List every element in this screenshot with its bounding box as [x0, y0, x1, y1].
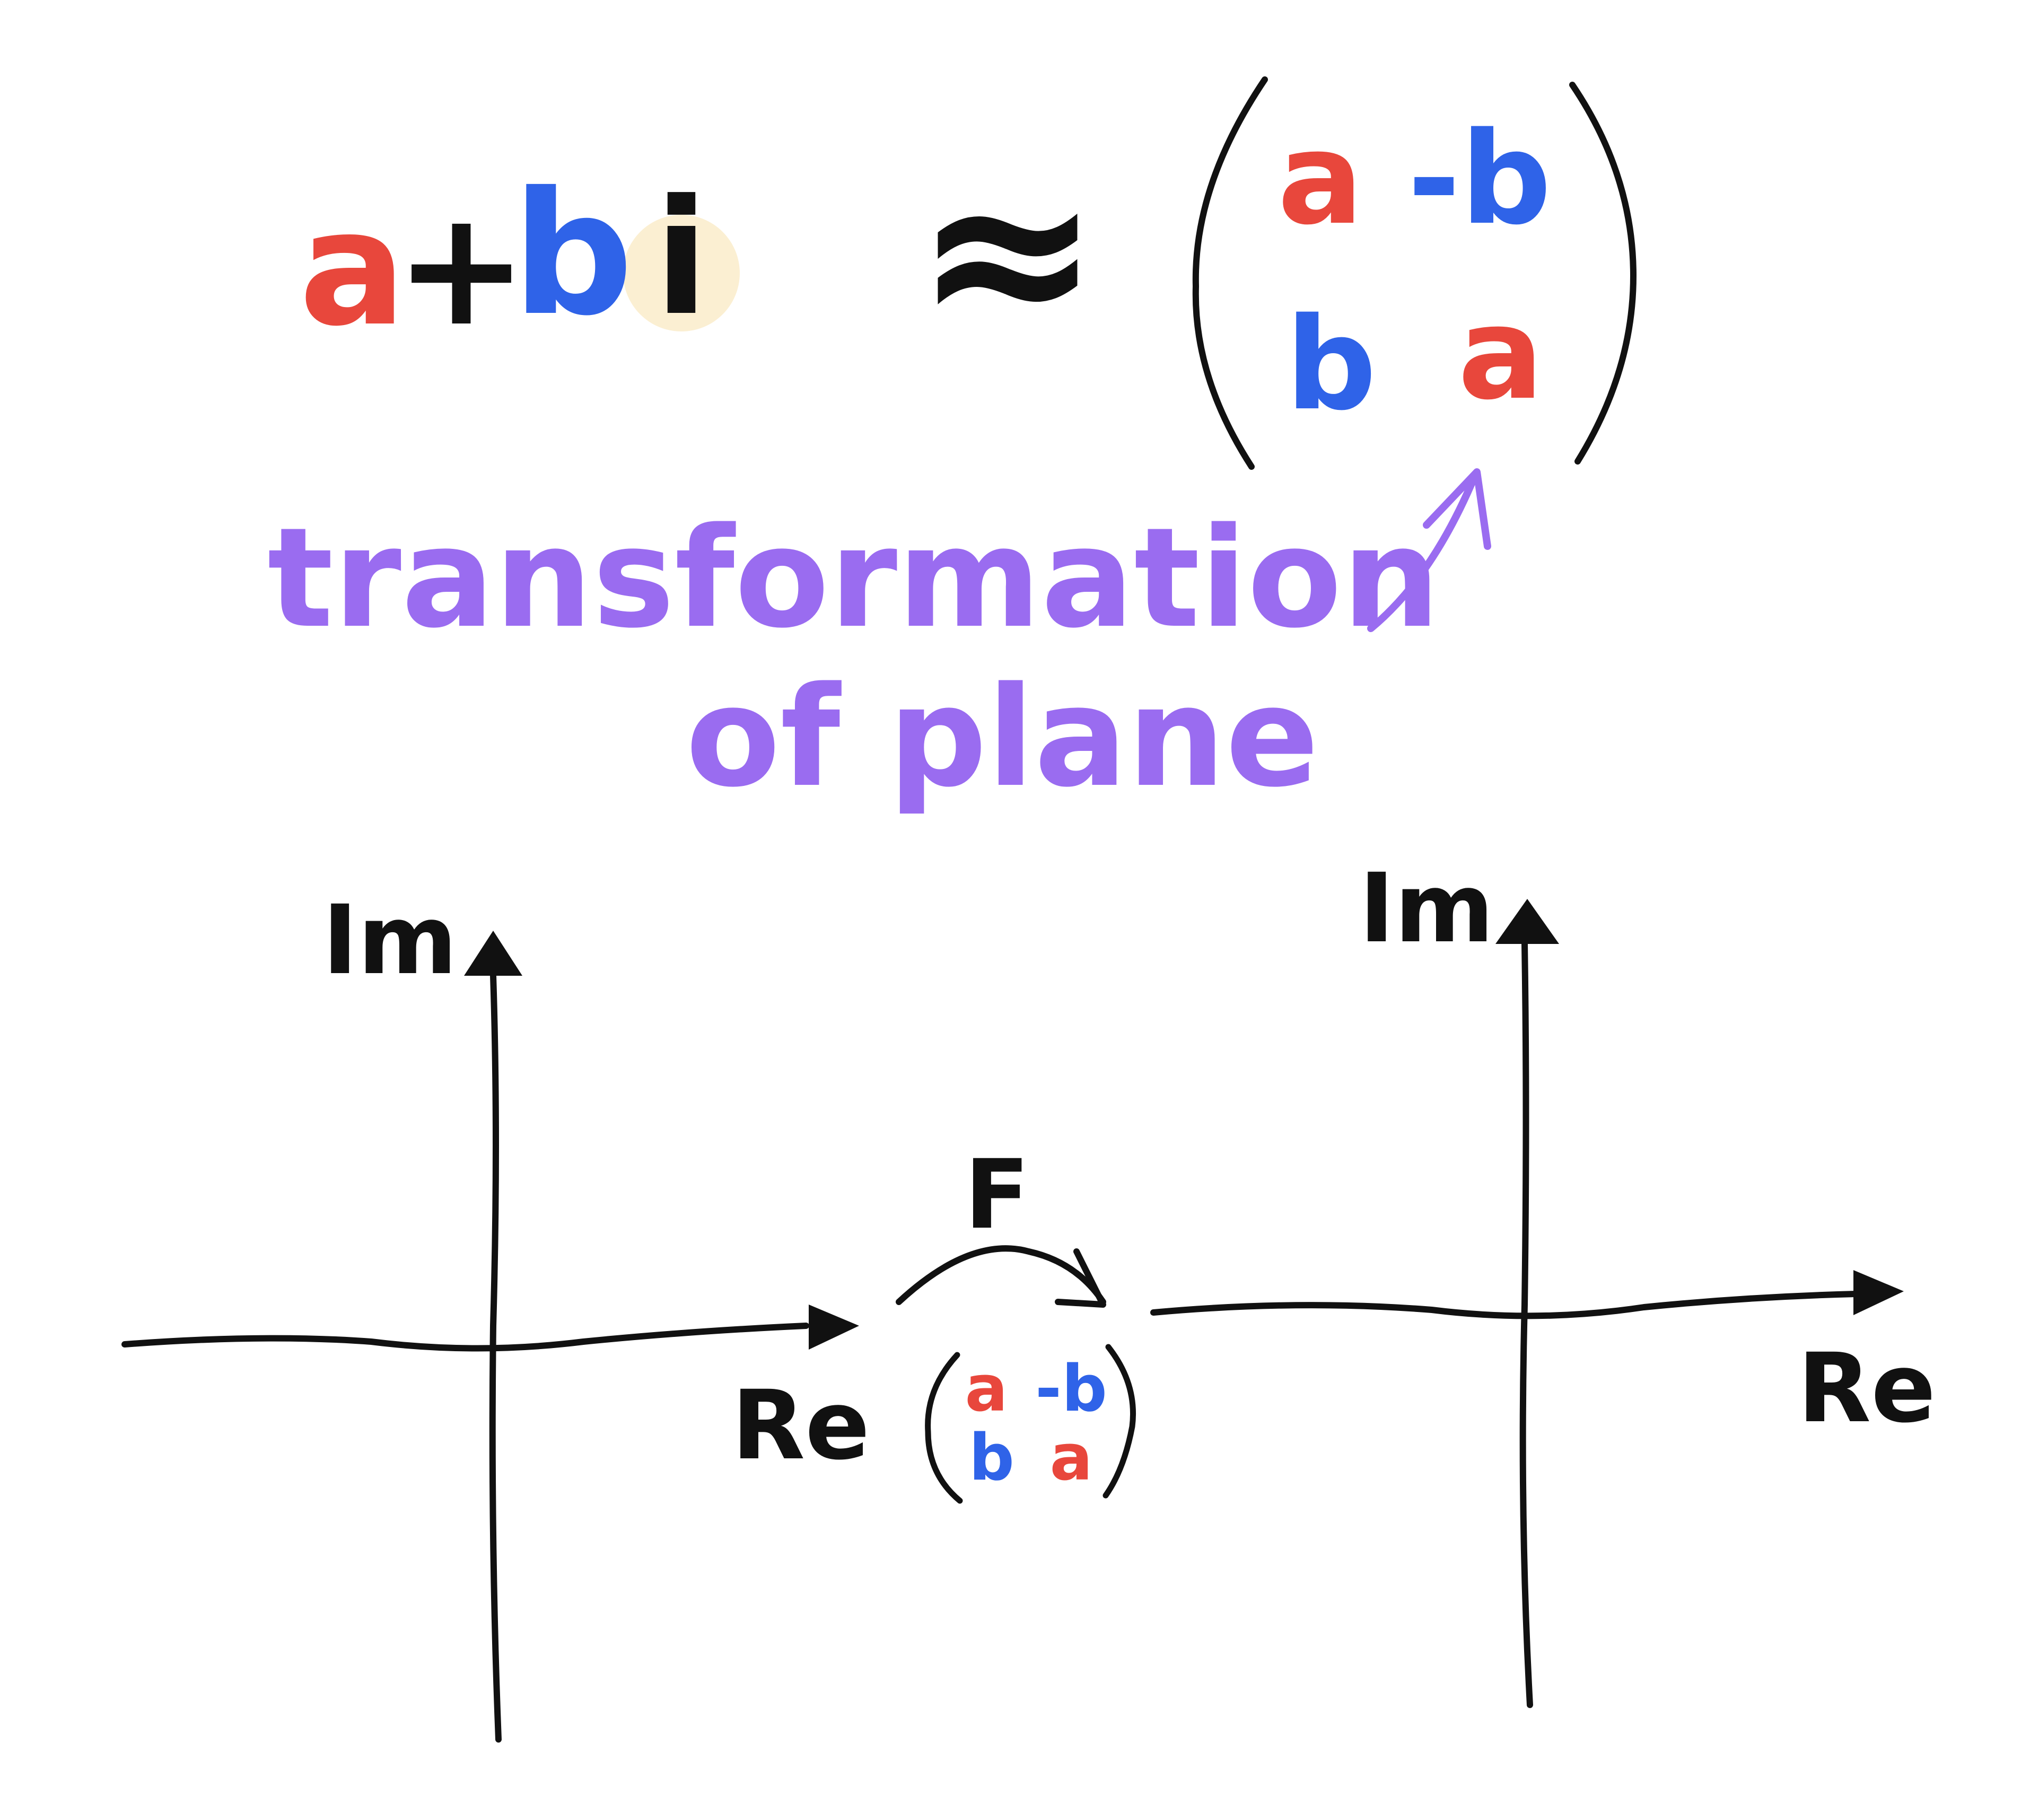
- annotation-arrow: [1367, 474, 1478, 632]
- left-imag-axis: [489, 973, 502, 1743]
- plus-sign: +: [395, 176, 528, 361]
- left-imag-arrowhead-icon: [464, 931, 522, 976]
- annotation: transformation of plane: [267, 468, 1491, 818]
- small-matrix-a21: b: [969, 1421, 1014, 1495]
- mapping: F a -b b a: [896, 1140, 1136, 1504]
- small-matrix-left-paren: [925, 1352, 963, 1504]
- left-re-label: Re: [732, 1370, 870, 1481]
- small-matrix-a12: -b: [1035, 1352, 1107, 1426]
- big-matrix: a -b b a: [1192, 76, 1637, 470]
- big-matrix-a22: a: [1458, 279, 1544, 428]
- right-re-label: Re: [1798, 1333, 1936, 1444]
- small-matrix-a11: a: [965, 1352, 1008, 1426]
- i-highlight: [623, 215, 740, 331]
- map-label-f: F: [965, 1140, 1030, 1250]
- big-matrix-right-paren: [1569, 82, 1637, 465]
- complex-number-expression: a + b i: [299, 156, 740, 361]
- small-matrix-right-paren: [1102, 1344, 1136, 1499]
- real-part-a: a: [299, 176, 406, 361]
- annotation-arrowhead-icon: [1423, 468, 1491, 550]
- imag-part-b: b: [512, 156, 633, 353]
- right-real-axis: [1150, 1291, 1859, 1319]
- left-im-label: Im: [322, 885, 458, 996]
- big-matrix-a11: a: [1278, 104, 1363, 253]
- left-real-arrowhead-icon: [809, 1305, 859, 1350]
- map-arrowhead-icon: [1055, 1248, 1106, 1308]
- left-real-axis: [121, 1323, 809, 1352]
- right-real-arrowhead-icon: [1853, 1270, 1904, 1315]
- big-matrix-a21: b: [1285, 290, 1377, 439]
- right-plane: Im Re: [1150, 853, 1936, 1708]
- imaginary-unit-i: i: [654, 165, 709, 351]
- left-plane: Im Re: [121, 885, 870, 1743]
- right-imag-arrowhead-icon: [1495, 899, 1559, 944]
- big-matrix-left-paren: [1192, 76, 1268, 470]
- right-im-label: Im: [1359, 853, 1494, 964]
- annotation-line2: of plane: [686, 658, 1319, 818]
- big-matrix-a12: -b: [1407, 104, 1551, 253]
- small-matrix-a22: a: [1050, 1421, 1093, 1495]
- annotation-line1: transformation: [267, 498, 1440, 659]
- map-arc-arrow: [896, 1245, 1106, 1305]
- right-imag-axis: [1519, 941, 1533, 1708]
- approx-symbol: ≈: [914, 122, 1101, 382]
